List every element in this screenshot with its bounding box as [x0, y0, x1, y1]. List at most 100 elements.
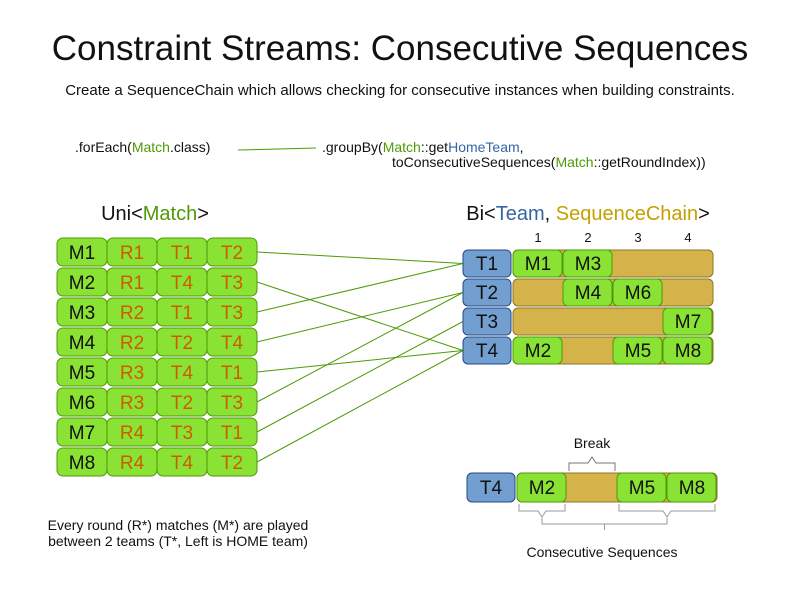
home-team-cell: T2 [171, 393, 193, 414]
sequence-match-cell: M1 [525, 254, 551, 275]
match-row: M5 R3 T4 T1 [56, 357, 258, 387]
team-cell: T3 [476, 312, 498, 333]
round-cell: R4 [120, 423, 145, 444]
example-team-box [466, 472, 516, 503]
team-cell: T1 [476, 254, 498, 275]
home-team-cell: T2 [171, 333, 193, 354]
code-connector-line [237, 147, 317, 151]
round-cell: R3 [120, 393, 144, 414]
match-to-team-line [256, 321, 464, 433]
sequence-match-cell: M7 [675, 312, 701, 333]
home-team-cell: T1 [171, 303, 193, 324]
away-team-cell: T3 [221, 303, 243, 324]
round-column-label: 1 [534, 230, 541, 245]
example-match-cell: M5 [629, 478, 655, 499]
sequence-match-cell: M4 [575, 283, 602, 304]
footnote-line1: Every round (R*) matches (M*) are played [48, 517, 309, 533]
sequence-match-cell: M3 [575, 254, 601, 275]
team-row: T1 M1 M3 [462, 249, 714, 278]
match-to-team-line [256, 292, 464, 403]
page-subtitle: Create a SequenceChain which allows chec… [65, 82, 735, 99]
round-cell: R1 [120, 273, 144, 294]
away-team-cell-box [206, 267, 258, 297]
code-groupby-line2: toConsecutiveSequences(Match::getRoundIn… [392, 154, 706, 170]
match-to-team-line [256, 251, 464, 264]
round-column-label: 3 [634, 230, 641, 245]
match-to-team-line [256, 281, 464, 351]
code-groupby-line1: .groupBy(Match::getHomeTeam, [322, 139, 524, 155]
sequence-match-cell: M2 [525, 341, 551, 362]
round-cell: R3 [120, 363, 144, 384]
away-team-cell: T3 [221, 273, 243, 294]
team-cell-box [462, 249, 512, 278]
away-team-cell-box [206, 357, 258, 387]
round-cell: R4 [120, 453, 145, 474]
footnote-line2: between 2 teams (T*, Left is HOME team) [48, 533, 308, 549]
match-row: M8 R4 T4 T2 [56, 447, 258, 477]
team-cell-box [462, 336, 512, 365]
match-id-cell: M4 [69, 333, 96, 354]
away-team-cell-box [206, 237, 258, 267]
away-team-cell-box [206, 297, 258, 327]
sequence-match-box [562, 278, 613, 307]
sequence-match-box [662, 307, 713, 336]
away-team-cell-box [206, 447, 258, 477]
bi-header: Bi<Team, SequenceChain> [466, 203, 710, 225]
sequence-match-box [562, 249, 613, 278]
away-team-cell-box [206, 417, 258, 447]
break-label: Break [574, 435, 612, 451]
away-team-cell: T1 [221, 363, 243, 384]
match-id-cell: M3 [69, 303, 95, 324]
round-column-label: 4 [684, 230, 691, 245]
team-cell-box [462, 307, 512, 336]
match-id-cell: M6 [69, 393, 95, 414]
sequence-bracket [518, 504, 566, 518]
away-team-cell: T1 [221, 423, 243, 444]
sequence-match-box [612, 336, 663, 365]
example-team-cell: T4 [480, 478, 503, 499]
match-to-team-line [256, 350, 464, 373]
code-foreach: .forEach(Match.class) [75, 139, 210, 155]
round-column-label: 2 [584, 230, 591, 245]
match-to-team-line [256, 263, 464, 313]
break-bracket [568, 456, 616, 471]
consecutive-sequences-label: Consecutive Sequences [527, 544, 678, 560]
home-team-cell: T4 [171, 453, 194, 474]
match-id-cell: M2 [69, 273, 95, 294]
away-team-cell: T2 [221, 243, 243, 264]
page-title: Constraint Streams: Consecutive Sequence… [52, 29, 748, 68]
sequence-match-box [512, 336, 563, 365]
away-team-cell: T2 [221, 453, 243, 474]
home-team-cell: T4 [171, 363, 194, 384]
uni-header: Uni<Match> [101, 203, 209, 225]
match-to-team-line [256, 350, 464, 463]
team-row: T2 M4 M6 [462, 278, 714, 307]
example-match-box [666, 472, 717, 503]
example-match-box [516, 472, 567, 503]
match-id-cell: M5 [69, 363, 95, 384]
sequence-join-bracket [541, 518, 668, 525]
sequence-match-box [612, 278, 663, 307]
sequence-match-cell: M6 [625, 283, 651, 304]
home-team-cell: T1 [171, 243, 193, 264]
match-id-cell: M7 [69, 423, 95, 444]
away-team-cell-box [206, 387, 258, 417]
sequence-match-box [662, 336, 713, 365]
team-row: T3 M7 [462, 307, 714, 336]
team-cell: T2 [476, 283, 498, 304]
home-team-cell: T3 [171, 423, 193, 444]
sequence-match-cell: M8 [675, 341, 701, 362]
sequence-bracket [618, 504, 716, 518]
match-id-cell: M8 [69, 453, 95, 474]
match-to-team-line [256, 292, 464, 343]
sequence-match-cell: M5 [625, 341, 651, 362]
